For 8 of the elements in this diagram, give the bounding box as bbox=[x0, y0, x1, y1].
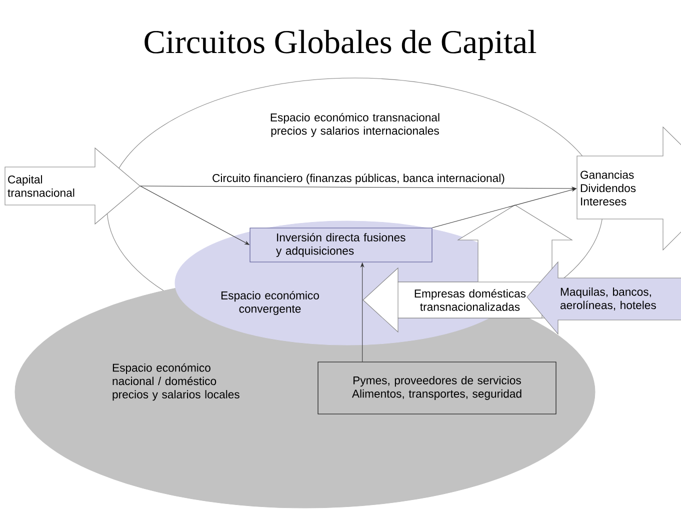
text-box: Inversión directa fusiones y adquisiciones bbox=[250, 228, 432, 262]
edge-label: Circuito financiero (finanzas públicas, banca internacional) bbox=[212, 174, 504, 184]
pointer-box: Capital transnacional bbox=[4, 147, 140, 225]
title: Circuitos Globales de Capital bbox=[144, 30, 536, 60]
text-box: Pymes, proveedores de servicios Alimentos, transportes, seguridad bbox=[318, 362, 556, 414]
pointer-box: Ganancias Dividendos Intereses bbox=[576, 126, 681, 251]
node-label: Ganancias Dividendos Intereses bbox=[580, 170, 636, 206]
region-label: Espacio económico transnacional precios y salarios internacionales bbox=[270, 112, 440, 137]
